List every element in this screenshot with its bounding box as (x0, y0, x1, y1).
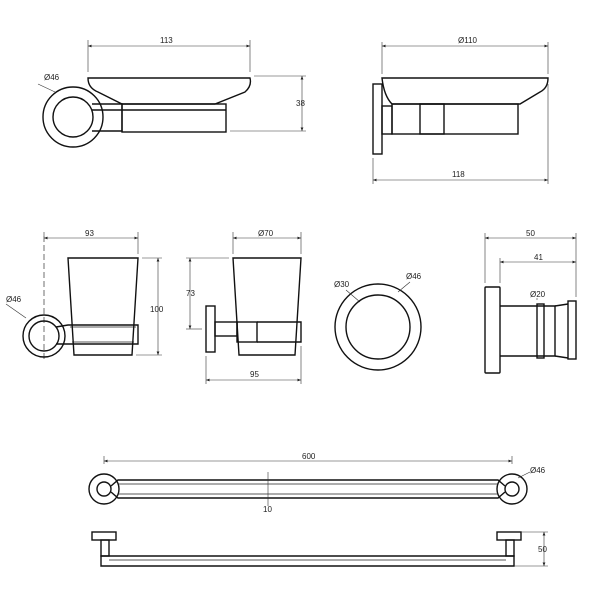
soap-dish-rose-dia-label: Ø46 (44, 73, 60, 82)
rail-rose-dia-label: Ø46 (530, 466, 546, 475)
tumbler-side-view: Ø70 73 95 (186, 229, 302, 384)
soap-dish-side-view: Ø110 118 (372, 36, 549, 184)
towel-rail-top-view: 50 (91, 531, 548, 567)
soap-dish-front-view: 113 Ø46 38 (37, 36, 306, 148)
rose-front-view: Ø30 Ø46 (334, 272, 422, 371)
soap-dish-width-label: 113 (160, 36, 173, 45)
soap-dish-height-label: 38 (296, 99, 305, 108)
rose-outer-dia-label: Ø46 (406, 272, 422, 281)
hook-dia-label: Ø20 (530, 290, 546, 299)
soap-dish-depth-label: 118 (452, 170, 465, 179)
tumbler-cup-dia-label: Ø70 (258, 229, 274, 238)
towel-rail-front-view: 600 10 Ø46 (88, 452, 546, 514)
tumbler-cup-offset-label: 73 (186, 289, 195, 298)
rail-projection-label: 50 (538, 545, 547, 554)
tumbler-depth-label: 95 (250, 370, 259, 379)
soap-dish-top-dia-label: Ø110 (458, 36, 478, 45)
tumbler-width-label: 93 (85, 229, 94, 238)
hook-projection-label: 41 (534, 253, 543, 262)
rose-inner-dia-label: Ø30 (334, 280, 350, 289)
tumbler-height-label: 100 (150, 305, 164, 314)
hook-side-view: 50 41 Ø20 (484, 229, 577, 374)
tumbler-rose-dia-label: Ø46 (6, 295, 22, 304)
tumbler-front-view: 93 100 Ø46 (5, 229, 164, 362)
hook-depth-label: 50 (526, 229, 535, 238)
rail-length-label: 600 (302, 452, 316, 461)
rail-bar-dia-label: 10 (263, 505, 272, 514)
